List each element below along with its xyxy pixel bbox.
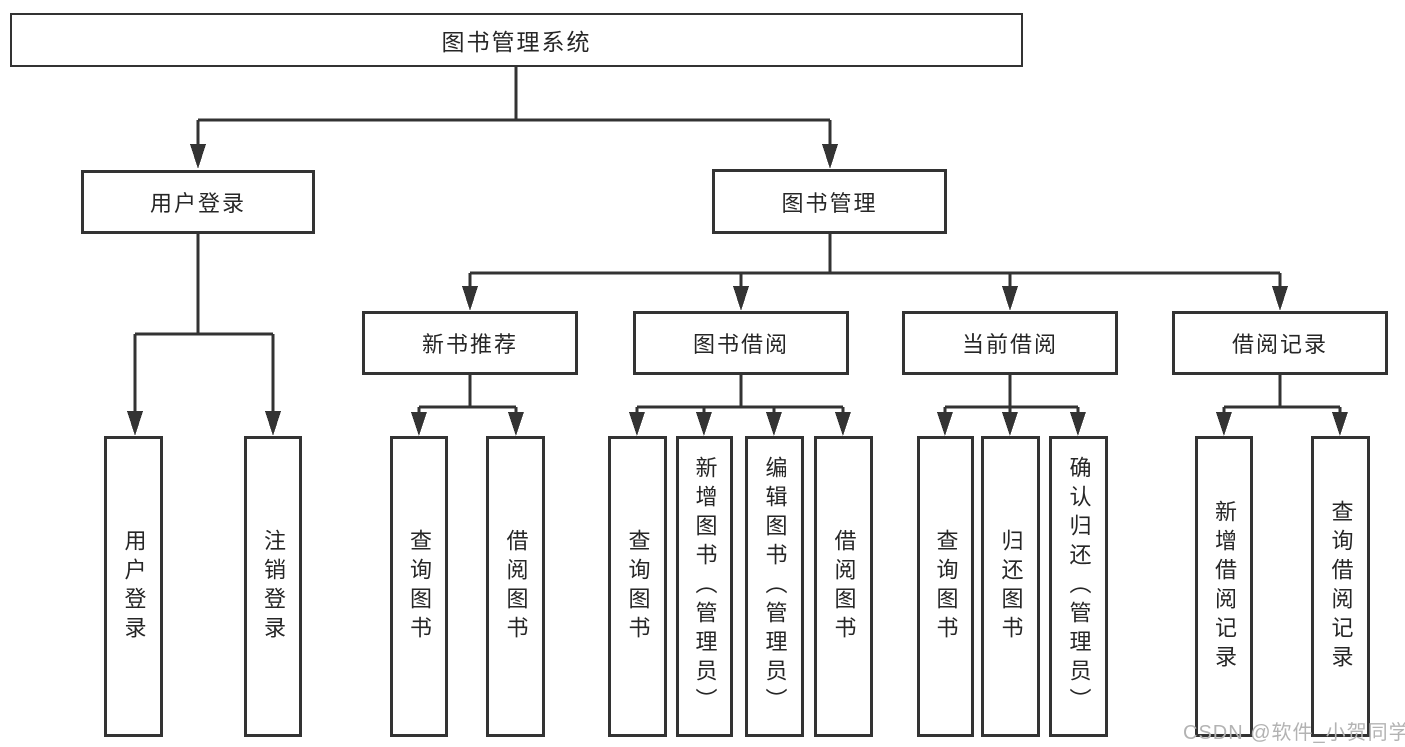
arrowhead-icon [733, 286, 749, 311]
node-label: 新增图书（管理员） [692, 456, 718, 717]
node-new-book-recommendation: 新书推荐 [362, 311, 578, 375]
node-label: 用户登录 [121, 528, 147, 645]
connector-new-book-recommendation [411, 375, 524, 436]
node-label: 借阅图书 [831, 528, 857, 645]
node-current-borrowing: 当前借阅 [902, 311, 1118, 375]
node-library-management-system: 图书管理系统 [10, 13, 1023, 67]
node-user-login-action: 用户登录 [104, 436, 163, 737]
node-label: 查询图书 [407, 528, 432, 645]
node-label: 新增借阅记录 [1212, 499, 1237, 674]
node-query-books-recommend: 查询图书 [390, 436, 448, 737]
connector-borrowing-records [1216, 375, 1348, 436]
node-borrow-books-action: 借阅图书 [814, 436, 873, 737]
node-label: 查询借阅记录 [1328, 499, 1354, 674]
node-borrow-books-recommend: 借阅图书 [486, 436, 545, 737]
node-label: 当前借阅 [961, 332, 1058, 357]
arrowhead-icon [937, 412, 953, 436]
node-add-borrow-record: 新增借阅记录 [1195, 436, 1253, 737]
node-label: 归还图书 [998, 528, 1024, 645]
arrowhead-icon [766, 412, 782, 436]
node-label: 用户登录 [149, 191, 246, 216]
arrowhead-icon [411, 412, 427, 436]
connector-book-borrowing [629, 375, 851, 436]
arrowhead-icon [127, 411, 143, 436]
connector-book-management [462, 234, 1288, 311]
node-add-book-admin: 新增图书（管理员） [676, 436, 733, 737]
node-label: 确认归还（管理员） [1066, 456, 1092, 717]
node-user-login: 用户登录 [81, 170, 315, 234]
node-query-borrow-record: 查询借阅记录 [1311, 436, 1370, 737]
arrowhead-icon [629, 412, 645, 436]
arrowhead-icon [1002, 286, 1018, 311]
arrowhead-icon [835, 412, 851, 436]
arrowhead-icon [265, 411, 281, 436]
node-label: 图书借阅 [692, 332, 789, 357]
node-label: 查询图书 [625, 528, 651, 645]
csdn-watermark: CSDN @软件_小贺同学 [1183, 722, 1405, 744]
arrowhead-icon [1332, 412, 1348, 436]
node-book-management: 图书管理 [712, 169, 947, 234]
arrowhead-icon [1070, 412, 1086, 436]
arrowhead-icon [696, 412, 712, 436]
node-label: 图书管理 [781, 190, 878, 216]
node-label: 注销登录 [261, 528, 286, 645]
arrowhead-icon [508, 412, 524, 436]
node-confirm-return-admin: 确认归还（管理员） [1049, 436, 1108, 737]
connector-root-to-level2 [190, 67, 838, 169]
node-query-books-borrowing: 查询图书 [608, 436, 667, 737]
node-book-borrowing: 图书借阅 [633, 311, 849, 375]
arrowhead-icon [1272, 286, 1288, 311]
arrowhead-icon [1216, 412, 1232, 436]
node-query-books-current: 查询图书 [917, 436, 974, 737]
node-borrowing-records: 借阅记录 [1172, 311, 1388, 375]
node-edit-book-admin: 编辑图书（管理员） [745, 436, 804, 737]
node-label: 查询图书 [933, 528, 959, 645]
node-logout: 注销登录 [244, 436, 302, 737]
node-label: 图书管理系统 [441, 29, 592, 55]
node-label: 借阅图书 [503, 528, 529, 645]
arrowhead-icon [462, 286, 478, 311]
node-label: 借阅记录 [1231, 332, 1328, 357]
node-label: 新书推荐 [421, 332, 518, 357]
arrowhead-icon [1002, 412, 1018, 436]
arrowhead-icon [190, 144, 206, 169]
node-label: 编辑图书（管理员） [762, 456, 788, 717]
connector-current-borrowing [937, 375, 1086, 436]
connector-user-login [127, 234, 281, 436]
arrowhead-icon [822, 144, 838, 169]
node-return-books: 归还图书 [981, 436, 1040, 737]
